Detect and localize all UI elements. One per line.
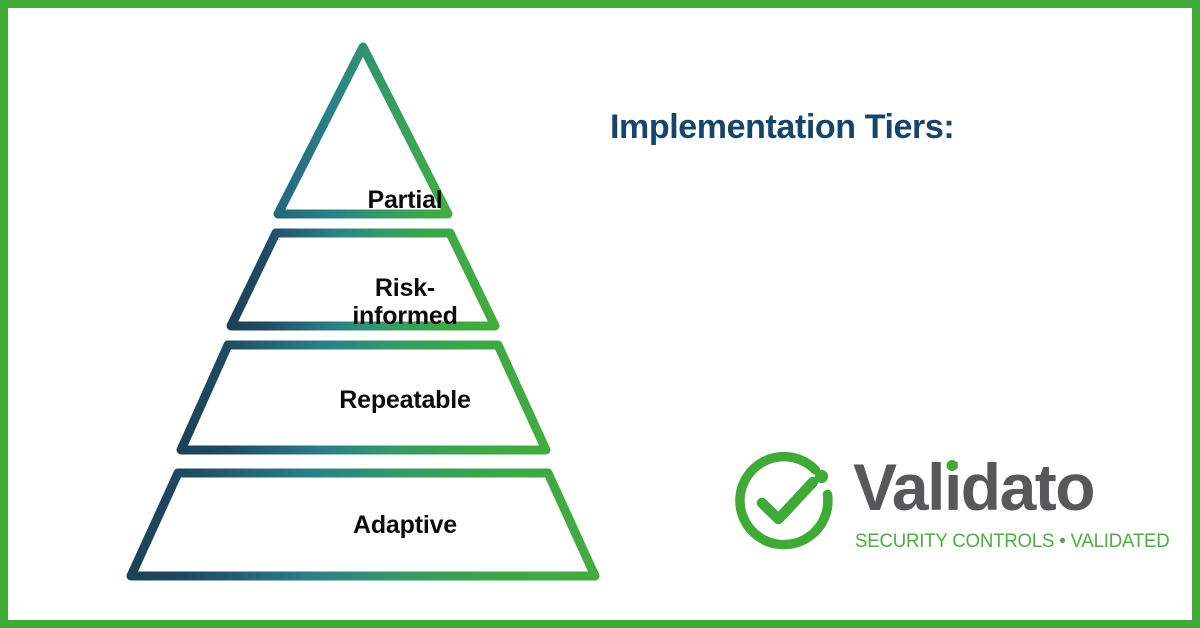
pyramid-tier-label-risk-informed: Risk- informed xyxy=(352,274,458,330)
pyramid-tier-risk-informed-shape xyxy=(226,228,500,331)
pyramid-tier-partial-shape xyxy=(273,42,453,219)
wordmark-i-stem: i xyxy=(943,450,962,524)
pyramid-tier-label-repeatable: Repeatable xyxy=(339,386,471,414)
page-title: Implementation Tiers: xyxy=(610,108,955,146)
pyramid-tier-repeatable-shape xyxy=(176,340,551,455)
wordmark-part-2: dato xyxy=(960,450,1096,524)
wordmark-part-1: Val xyxy=(853,450,945,524)
validato-tagline: SECURITY CONTROLS • VALIDATED xyxy=(855,530,1170,552)
pyramid-tier-label-adaptive: Adaptive xyxy=(353,511,457,539)
wordmark-letter-i: i xyxy=(944,454,962,520)
implementation-tiers-pyramid: Partial Risk- informed Repeatable Adapti… xyxy=(110,36,620,592)
wordmark-i-dot xyxy=(946,460,958,471)
pyramid-tier-adaptive-shape xyxy=(126,468,600,581)
pyramid-tier-label-partial: Partial xyxy=(367,186,443,214)
check-circle-icon xyxy=(731,446,843,558)
